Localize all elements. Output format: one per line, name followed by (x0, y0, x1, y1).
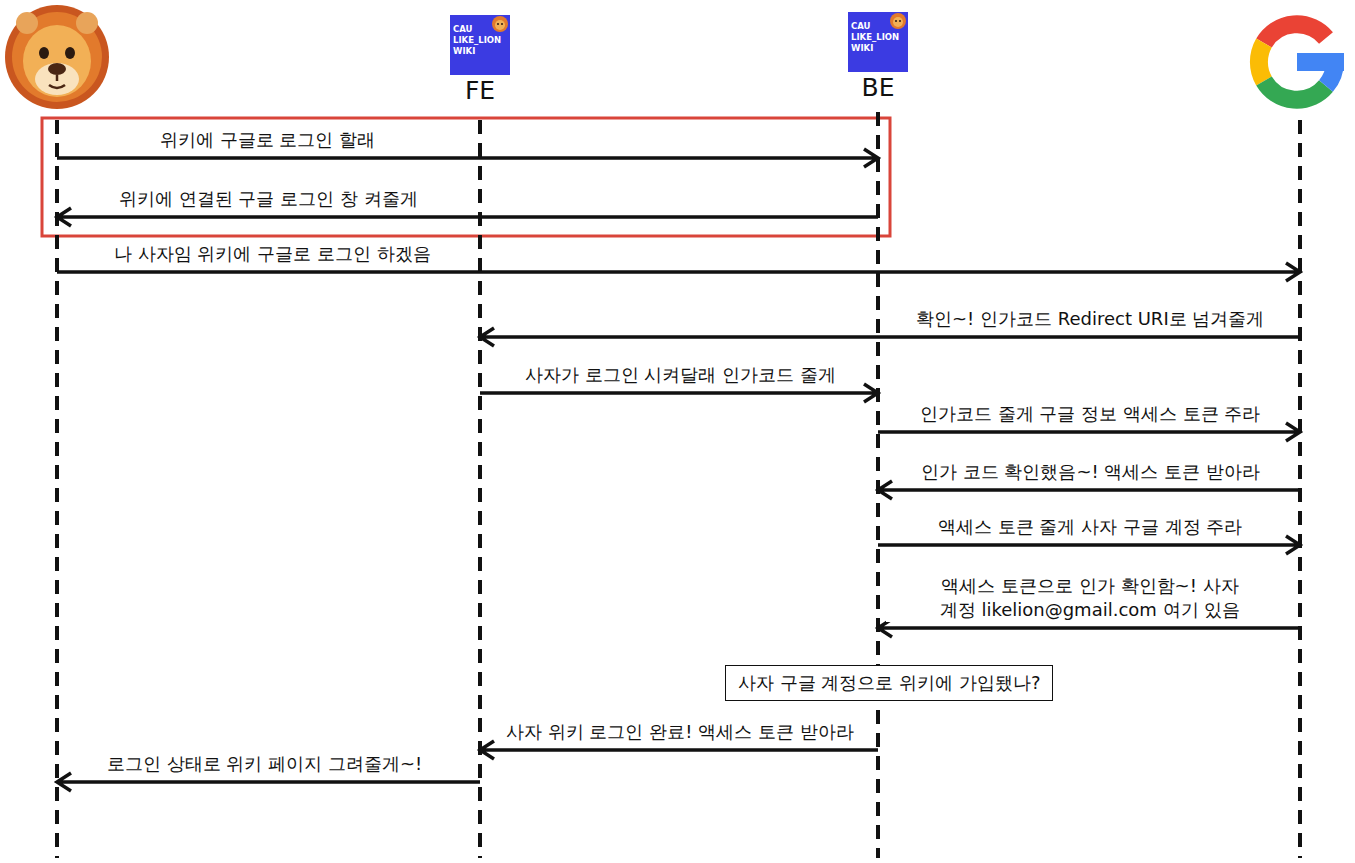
lion-icon (5, 5, 109, 109)
highlight-frame (42, 118, 890, 236)
message-label: 인가코드 줄게 구글 정보 액세스 토큰 주라 (916, 402, 1264, 426)
wiki-logo (450, 15, 510, 75)
message-label: 로그인 상태로 위키 페이지 그려줄게~! (103, 752, 426, 776)
participant-label: FE (440, 77, 520, 105)
message-label: 액세스 토큰 줄게 사자 구글 계정 주라 (934, 515, 1246, 539)
process-box: 사자 구글 계정으로 위키에 가입됐나? (725, 665, 1053, 701)
lifelines (57, 112, 1300, 858)
box-text: 사자 구글 계정으로 위키에 가입됐나? (738, 671, 1040, 695)
message-label: 사자 위키 로그인 완료! 액세스 토큰 받아라 (502, 720, 858, 744)
participant-label: BE (838, 74, 918, 102)
message-label: 확인~! 인가코드 Redirect URI로 넘겨줄게 (912, 307, 1268, 331)
message-label: 인가 코드 확인했음~! 액세스 토큰 받아라 (917, 460, 1264, 484)
google-logo (1259, 24, 1344, 99)
message-label: 위키에 구글로 로그인 할래 (156, 128, 379, 152)
message-label: 사자가 로그인 시켜달래 인가코드 줄게 (521, 363, 840, 387)
message-label: 액세스 토큰으로 인가 확인함~! 사자 계정 likelion@gmail.c… (886, 574, 1294, 622)
wiki-logo (848, 12, 908, 72)
participant (1250, 14, 1350, 114)
lifeline (55, 120, 59, 858)
message-label: 나 사자임 위키에 구글로 로그인 하겠음 (110, 242, 435, 266)
participant: CAU LIKE_LION WIKI BE (838, 12, 918, 104)
lifeline (876, 112, 880, 858)
participant: CAU LIKE_LION WIKI FE (440, 15, 520, 107)
participant (5, 5, 109, 109)
logo-text: CAU LIKE_LION WIKI (851, 21, 903, 54)
logo-text: CAU LIKE_LION WIKI (453, 24, 505, 57)
message-label: 위키에 연결된 구글 로그인 창 켜줄게 (115, 187, 422, 211)
